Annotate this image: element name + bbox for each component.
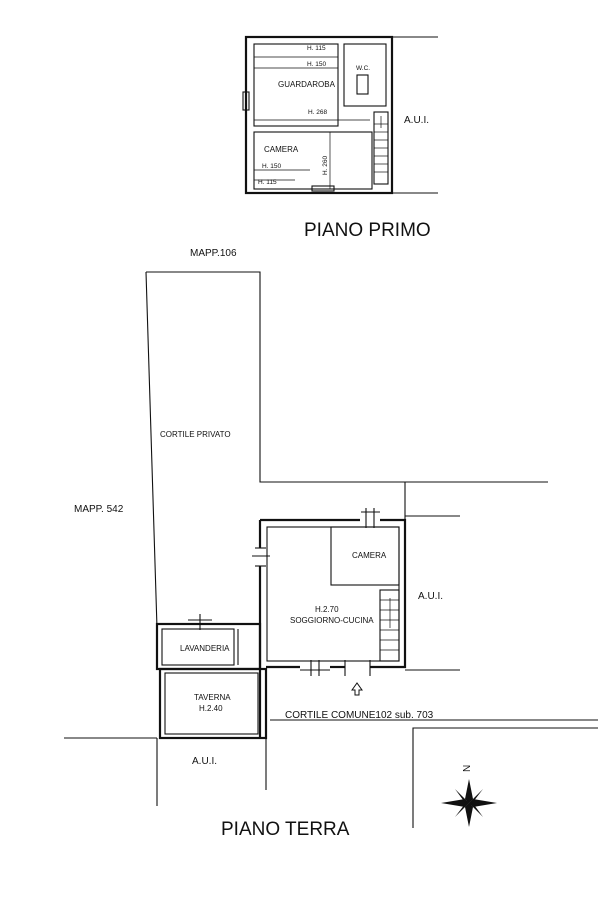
ground-floor-plan: MAPP.106 MAPP. 542 CORTILE PRIVATO CAMER… xyxy=(64,248,598,840)
wc-fixture xyxy=(356,74,369,95)
wc-room xyxy=(343,43,387,107)
aui-lower-right-boundary xyxy=(412,727,598,828)
first-floor-window-left xyxy=(242,91,250,111)
camera-ground-room xyxy=(330,526,400,586)
ground-stair-treads xyxy=(380,598,399,651)
compass-rose-icon xyxy=(441,779,497,827)
soggiorno-cucina-label: SOGGIORNO-CUCINA xyxy=(290,616,374,625)
mapp-542-label: MAPP. 542 xyxy=(74,504,124,515)
h268-label: H. 268 xyxy=(308,109,328,116)
lavanderia-label: LAVANDERIA xyxy=(180,644,230,653)
aui-first-floor-label: A.U.I. xyxy=(404,115,429,126)
taverna-height-label: H.2.40 xyxy=(199,704,223,713)
h150-bottom-label: H. 150 xyxy=(262,163,282,170)
first-floor-outline xyxy=(244,35,394,195)
taverna-label: TAVERNA xyxy=(194,693,231,702)
camera-upper-room xyxy=(253,131,373,190)
cortile-comune-label: CORTILE COMUNE102 sub. 703 xyxy=(285,710,434,721)
h150-top-label: H. 150 xyxy=(307,61,327,68)
stair-treads xyxy=(374,116,388,173)
piano-primo-title: PIANO PRIMO xyxy=(304,220,431,241)
ground-floor-stair xyxy=(379,589,400,662)
soggiorno-height-label: H.2.70 xyxy=(315,605,339,614)
mapp-106-label: MAPP.106 xyxy=(190,248,237,259)
taverna-room xyxy=(158,667,268,740)
entrance-arrow xyxy=(351,682,363,696)
wc-label: W.C. xyxy=(356,65,370,72)
guardaroba-label: GUARDAROBA xyxy=(278,80,336,89)
lavanderia-inner xyxy=(161,628,235,666)
taverna-inner xyxy=(164,672,259,735)
cortile-privato-left-line xyxy=(145,271,158,668)
compass-north-label: N xyxy=(462,765,473,772)
ground-openings xyxy=(252,508,380,676)
soggiorno-cucina-room xyxy=(266,526,400,662)
h115-bottom-label: H. 115 xyxy=(258,179,277,186)
camera-ground-label: CAMERA xyxy=(352,551,387,560)
aui-right-label: A.U.I. xyxy=(418,591,443,602)
cortile-privato-boundary xyxy=(146,271,548,483)
ground-floor-outline-right xyxy=(370,518,407,669)
aui-bottom-label: A.U.I. xyxy=(192,756,217,767)
h115-top-label: H. 115 xyxy=(307,45,326,52)
guardaroba-room xyxy=(253,43,339,127)
first-floor-window-bottom xyxy=(311,185,335,192)
cortile-privato-label: CORTILE PRIVATO xyxy=(160,430,231,439)
first-floor-plan: H. 115 H. 150 GUARDAROBA W.C. H. 268 CAM… xyxy=(242,35,438,241)
piano-terra-title: PIANO TERRA xyxy=(221,819,350,840)
camera-upper-label: CAMERA xyxy=(264,145,299,154)
h260-label: H. 260 xyxy=(322,155,329,175)
